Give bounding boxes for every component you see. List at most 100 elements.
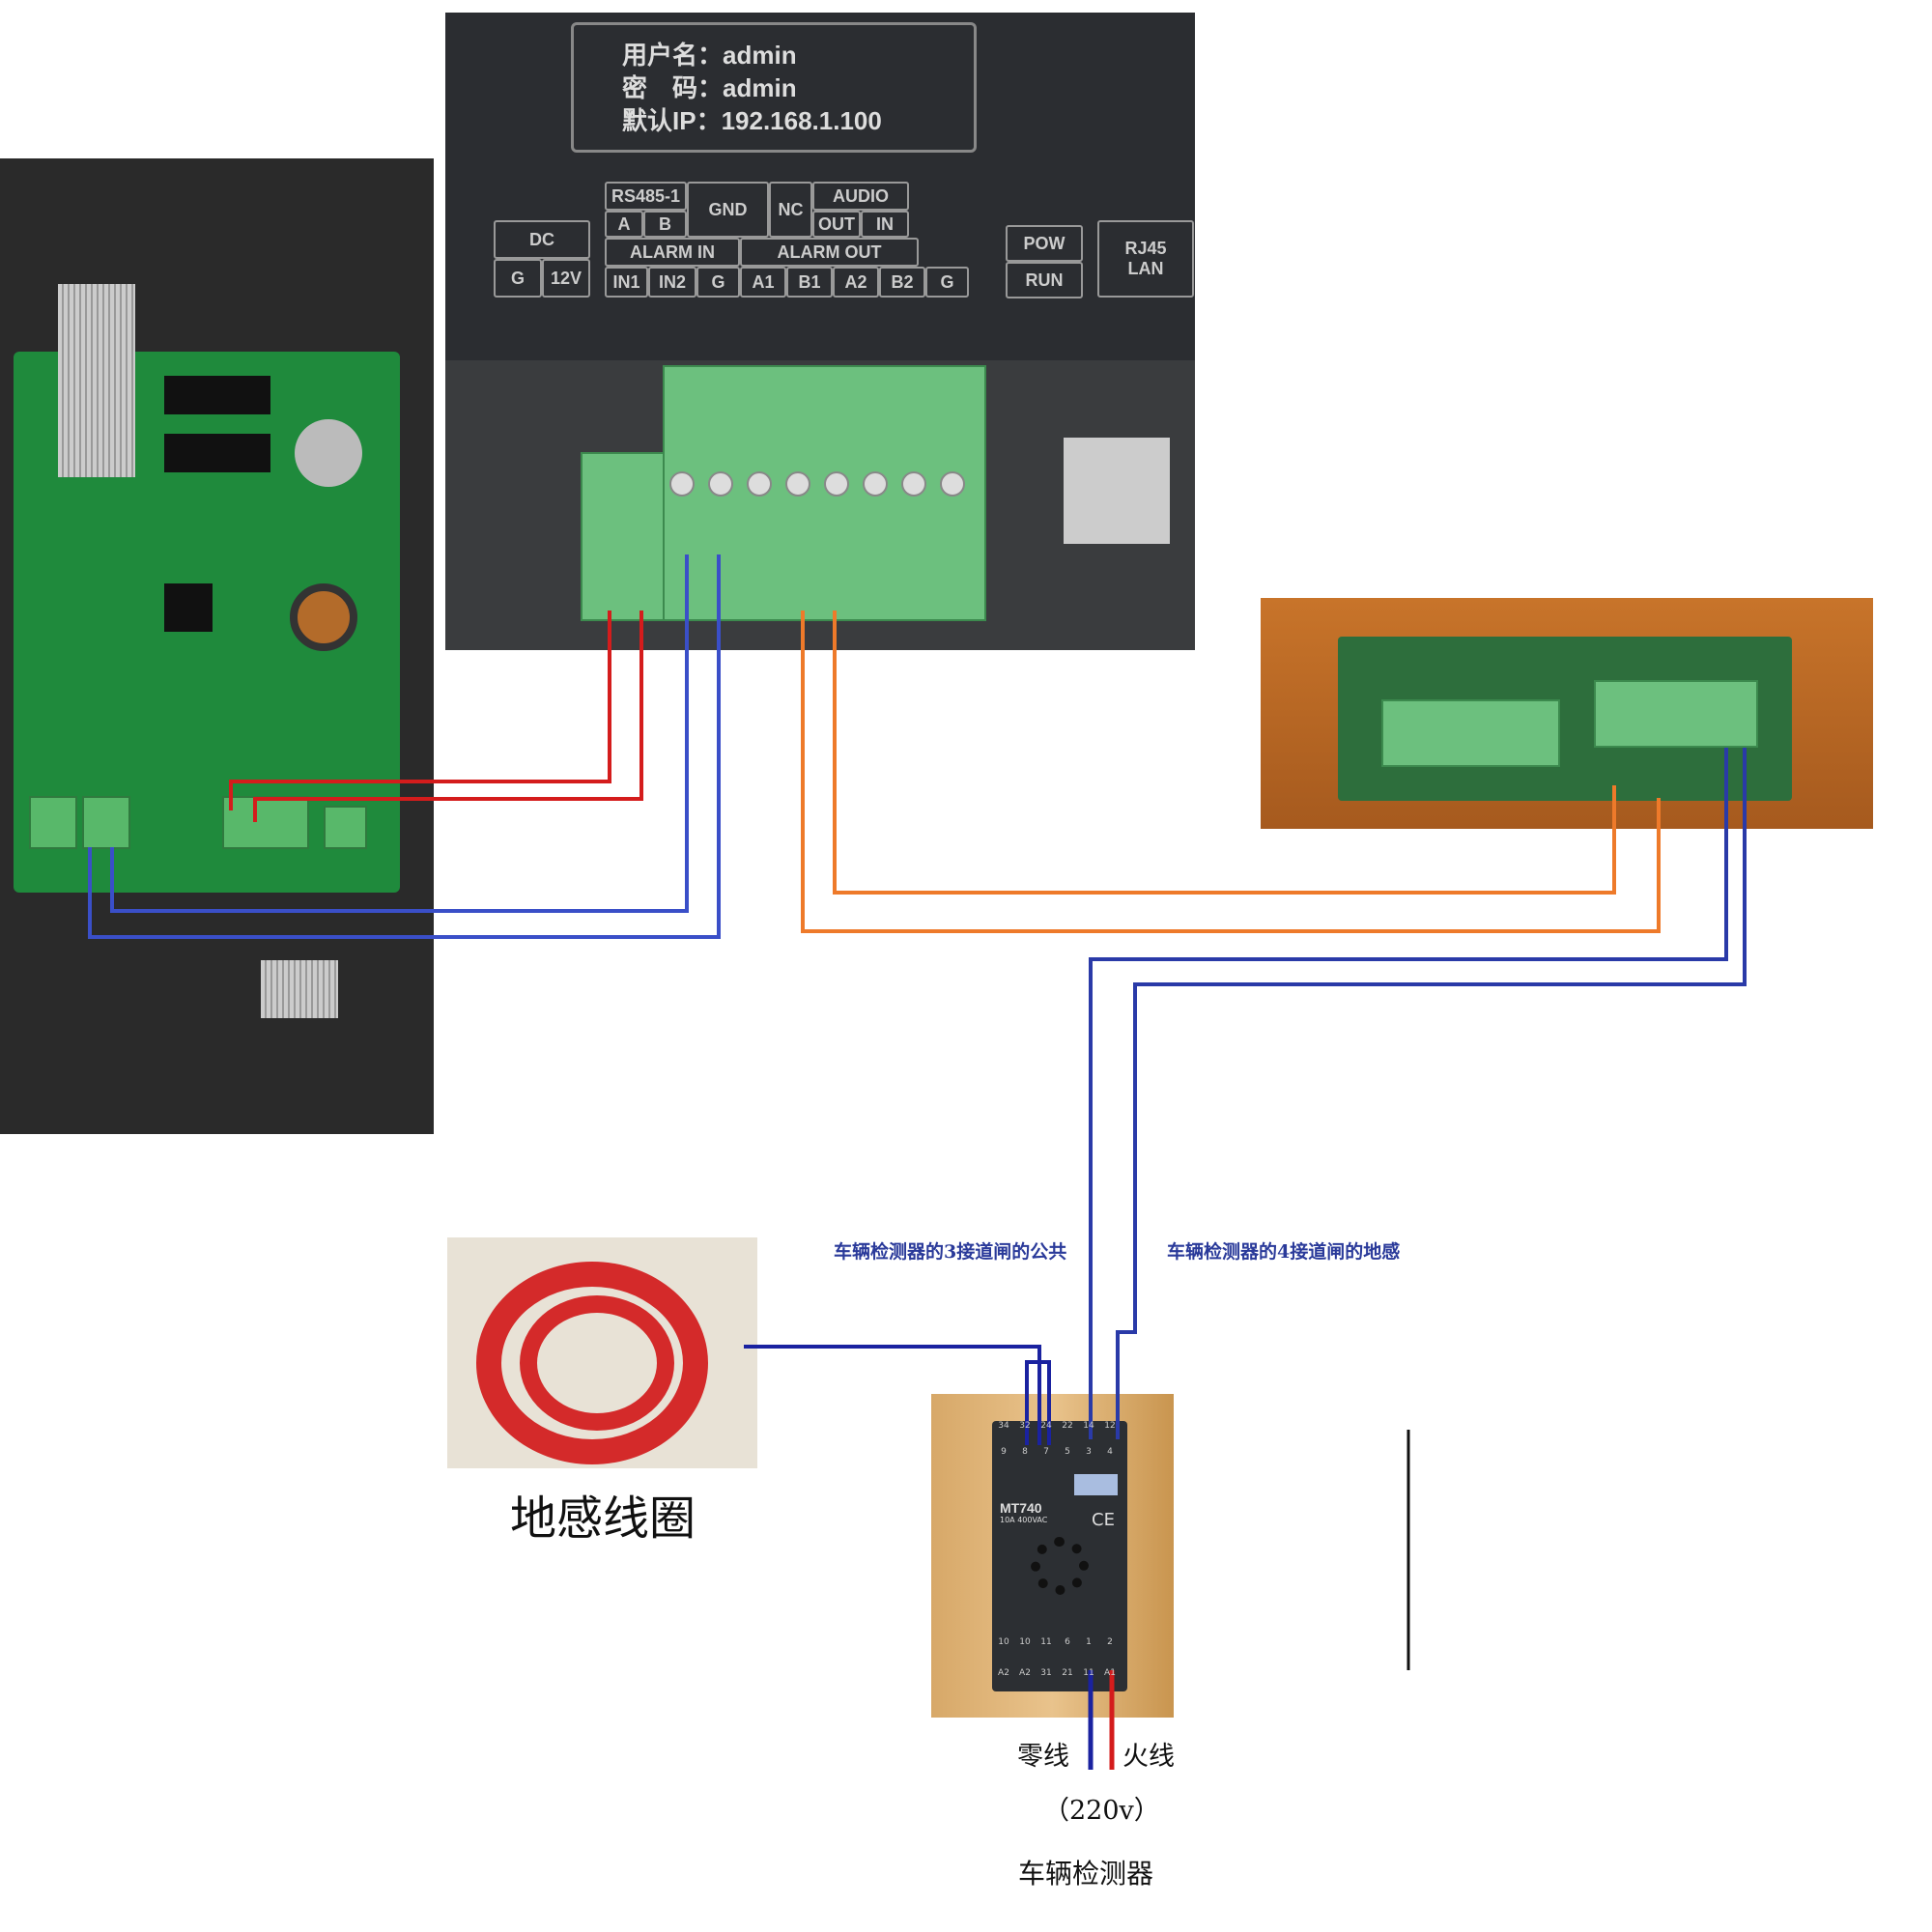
chip <box>164 583 213 632</box>
terminal-number: A2 <box>998 1668 1009 1678</box>
battery <box>295 419 362 487</box>
port-alarm-in: ALARM IN <box>605 238 740 267</box>
relay-model: MT740 <box>1000 1500 1042 1516</box>
terminal-screw <box>824 471 849 497</box>
password-value: admin <box>723 73 797 102</box>
relay-rating: 10A 400VAC <box>1000 1516 1048 1524</box>
port-labels: DC G 12V RS485-1 A B GND NC AUDIO OUT IN… <box>494 182 1194 302</box>
terminal-number: 12 <box>1104 1421 1116 1431</box>
terminal-number: 9 <box>1001 1447 1007 1457</box>
red-wire-1 <box>229 611 611 810</box>
ip-label: 默认IP： <box>622 106 722 135</box>
common-wire <box>1089 748 1728 1439</box>
port-a: A <box>605 211 643 238</box>
terminal-number: 32 <box>1019 1421 1031 1431</box>
terminal-screw <box>785 471 810 497</box>
header-connector <box>164 376 270 414</box>
blue-wire-2 <box>88 554 721 939</box>
barrier-gate-board-photo <box>1261 598 1873 829</box>
terminal-number: 8 <box>1022 1447 1028 1457</box>
terminal-number: 24 <box>1040 1421 1052 1431</box>
terminal-number: 7 <box>1043 1447 1049 1457</box>
terminal-number: 3 <box>1086 1447 1092 1457</box>
socket <box>1031 1537 1089 1595</box>
blue-wire-1 <box>110 554 689 913</box>
terminal-number: 14 <box>1083 1421 1094 1431</box>
terminal-screw <box>940 471 965 497</box>
password-label: 密 码： <box>622 73 724 102</box>
common-wire-label: 车辆检测器的3接道闸的公共 <box>834 1241 1067 1263</box>
terminal-number: 10 <box>1019 1637 1031 1647</box>
port-b2: B2 <box>879 267 925 298</box>
orange-wire-1 <box>801 611 1661 933</box>
coil-wire-1 <box>744 1345 1041 1445</box>
red-wire-2 <box>253 611 643 822</box>
port-g: G <box>696 267 740 298</box>
loop-wire-label: 车辆检测器的4接道闸的地感 <box>1167 1241 1401 1263</box>
loop-wire <box>1116 748 1747 1439</box>
orange-wire-2 <box>833 611 1616 895</box>
credentials-label: 用户名：admin 密 码：admin 默认IP：192.168.1.100 <box>571 22 977 153</box>
terminal-number: 2 <box>1107 1637 1113 1647</box>
port-rs485: RS485-1 <box>605 182 687 211</box>
terminal-number: 4 <box>1107 1447 1113 1457</box>
terminal-number: 10 <box>998 1637 1009 1647</box>
header-connector <box>164 434 270 472</box>
rj45-jack <box>1064 438 1170 544</box>
terminal-number: 1 <box>1086 1637 1092 1647</box>
terminal-number: 11 <box>1040 1637 1052 1647</box>
sticker <box>1074 1474 1118 1495</box>
loop-coil-photo <box>447 1237 757 1468</box>
port-in2: IN2 <box>648 267 696 298</box>
port-alarm-out: ALARM OUT <box>740 238 919 267</box>
port-a1: A1 <box>740 267 786 298</box>
terminal-number: A2 <box>1019 1668 1031 1678</box>
port-audio-in: IN <box>861 211 909 238</box>
port-gnd: GND <box>687 182 769 238</box>
terminal-number: 11 <box>1083 1668 1094 1678</box>
port-a2: A2 <box>833 267 879 298</box>
port-dc: DC <box>494 220 590 259</box>
dc-terminal <box>581 452 668 621</box>
lan-label: LAN <box>1127 259 1164 278</box>
voltage-label: （220v） <box>1043 1796 1160 1826</box>
terminal-number: 6 <box>1065 1637 1070 1647</box>
terminal-screw <box>669 471 695 497</box>
terminal-block <box>1381 699 1560 767</box>
port-b: B <box>643 211 687 238</box>
port-nc: NC <box>769 182 812 238</box>
ce-mark: CE <box>1092 1510 1115 1530</box>
terminal-number: 34 <box>998 1421 1009 1431</box>
terminal-screw <box>863 471 888 497</box>
terminal-block <box>324 806 367 849</box>
terminal-number: 22 <box>1062 1421 1073 1431</box>
live-label: 火线 <box>1122 1742 1175 1772</box>
neutral-label: 零线 <box>1017 1742 1069 1772</box>
relay-base: MT740 10A 400VAC CE <box>992 1421 1127 1691</box>
ip-value: 192.168.1.100 <box>721 106 882 135</box>
port-audio: AUDIO <box>812 182 909 211</box>
port-audio-out: OUT <box>812 211 861 238</box>
terminal-screw <box>708 471 733 497</box>
rj45-label: RJ45 <box>1124 239 1167 258</box>
terminal-number: 21 <box>1062 1668 1073 1678</box>
coil-caption: 地感线圈 <box>510 1492 696 1546</box>
vehicle-detector-relay-photo: MT740 10A 400VAC CE <box>931 1394 1174 1718</box>
terminal-number: 31 <box>1040 1668 1052 1678</box>
indicator-run: RUN <box>1006 262 1083 298</box>
terminal-number: A1 <box>1104 1668 1116 1678</box>
terminal-screw <box>747 471 772 497</box>
terminal-block <box>82 796 130 849</box>
gate-controller-pcb-photo <box>0 158 434 1134</box>
terminal-number: 5 <box>1065 1447 1070 1457</box>
camera-controller-photo: 用户名：admin 密 码：admin 默认IP：192.168.1.100 D… <box>445 13 1195 650</box>
terminal-block <box>1594 680 1758 748</box>
coil-wire-2 <box>1025 1360 1051 1445</box>
indicator-pow: POW <box>1006 225 1083 262</box>
port-g: G <box>494 259 542 298</box>
username-label: 用户名： <box>622 41 724 70</box>
